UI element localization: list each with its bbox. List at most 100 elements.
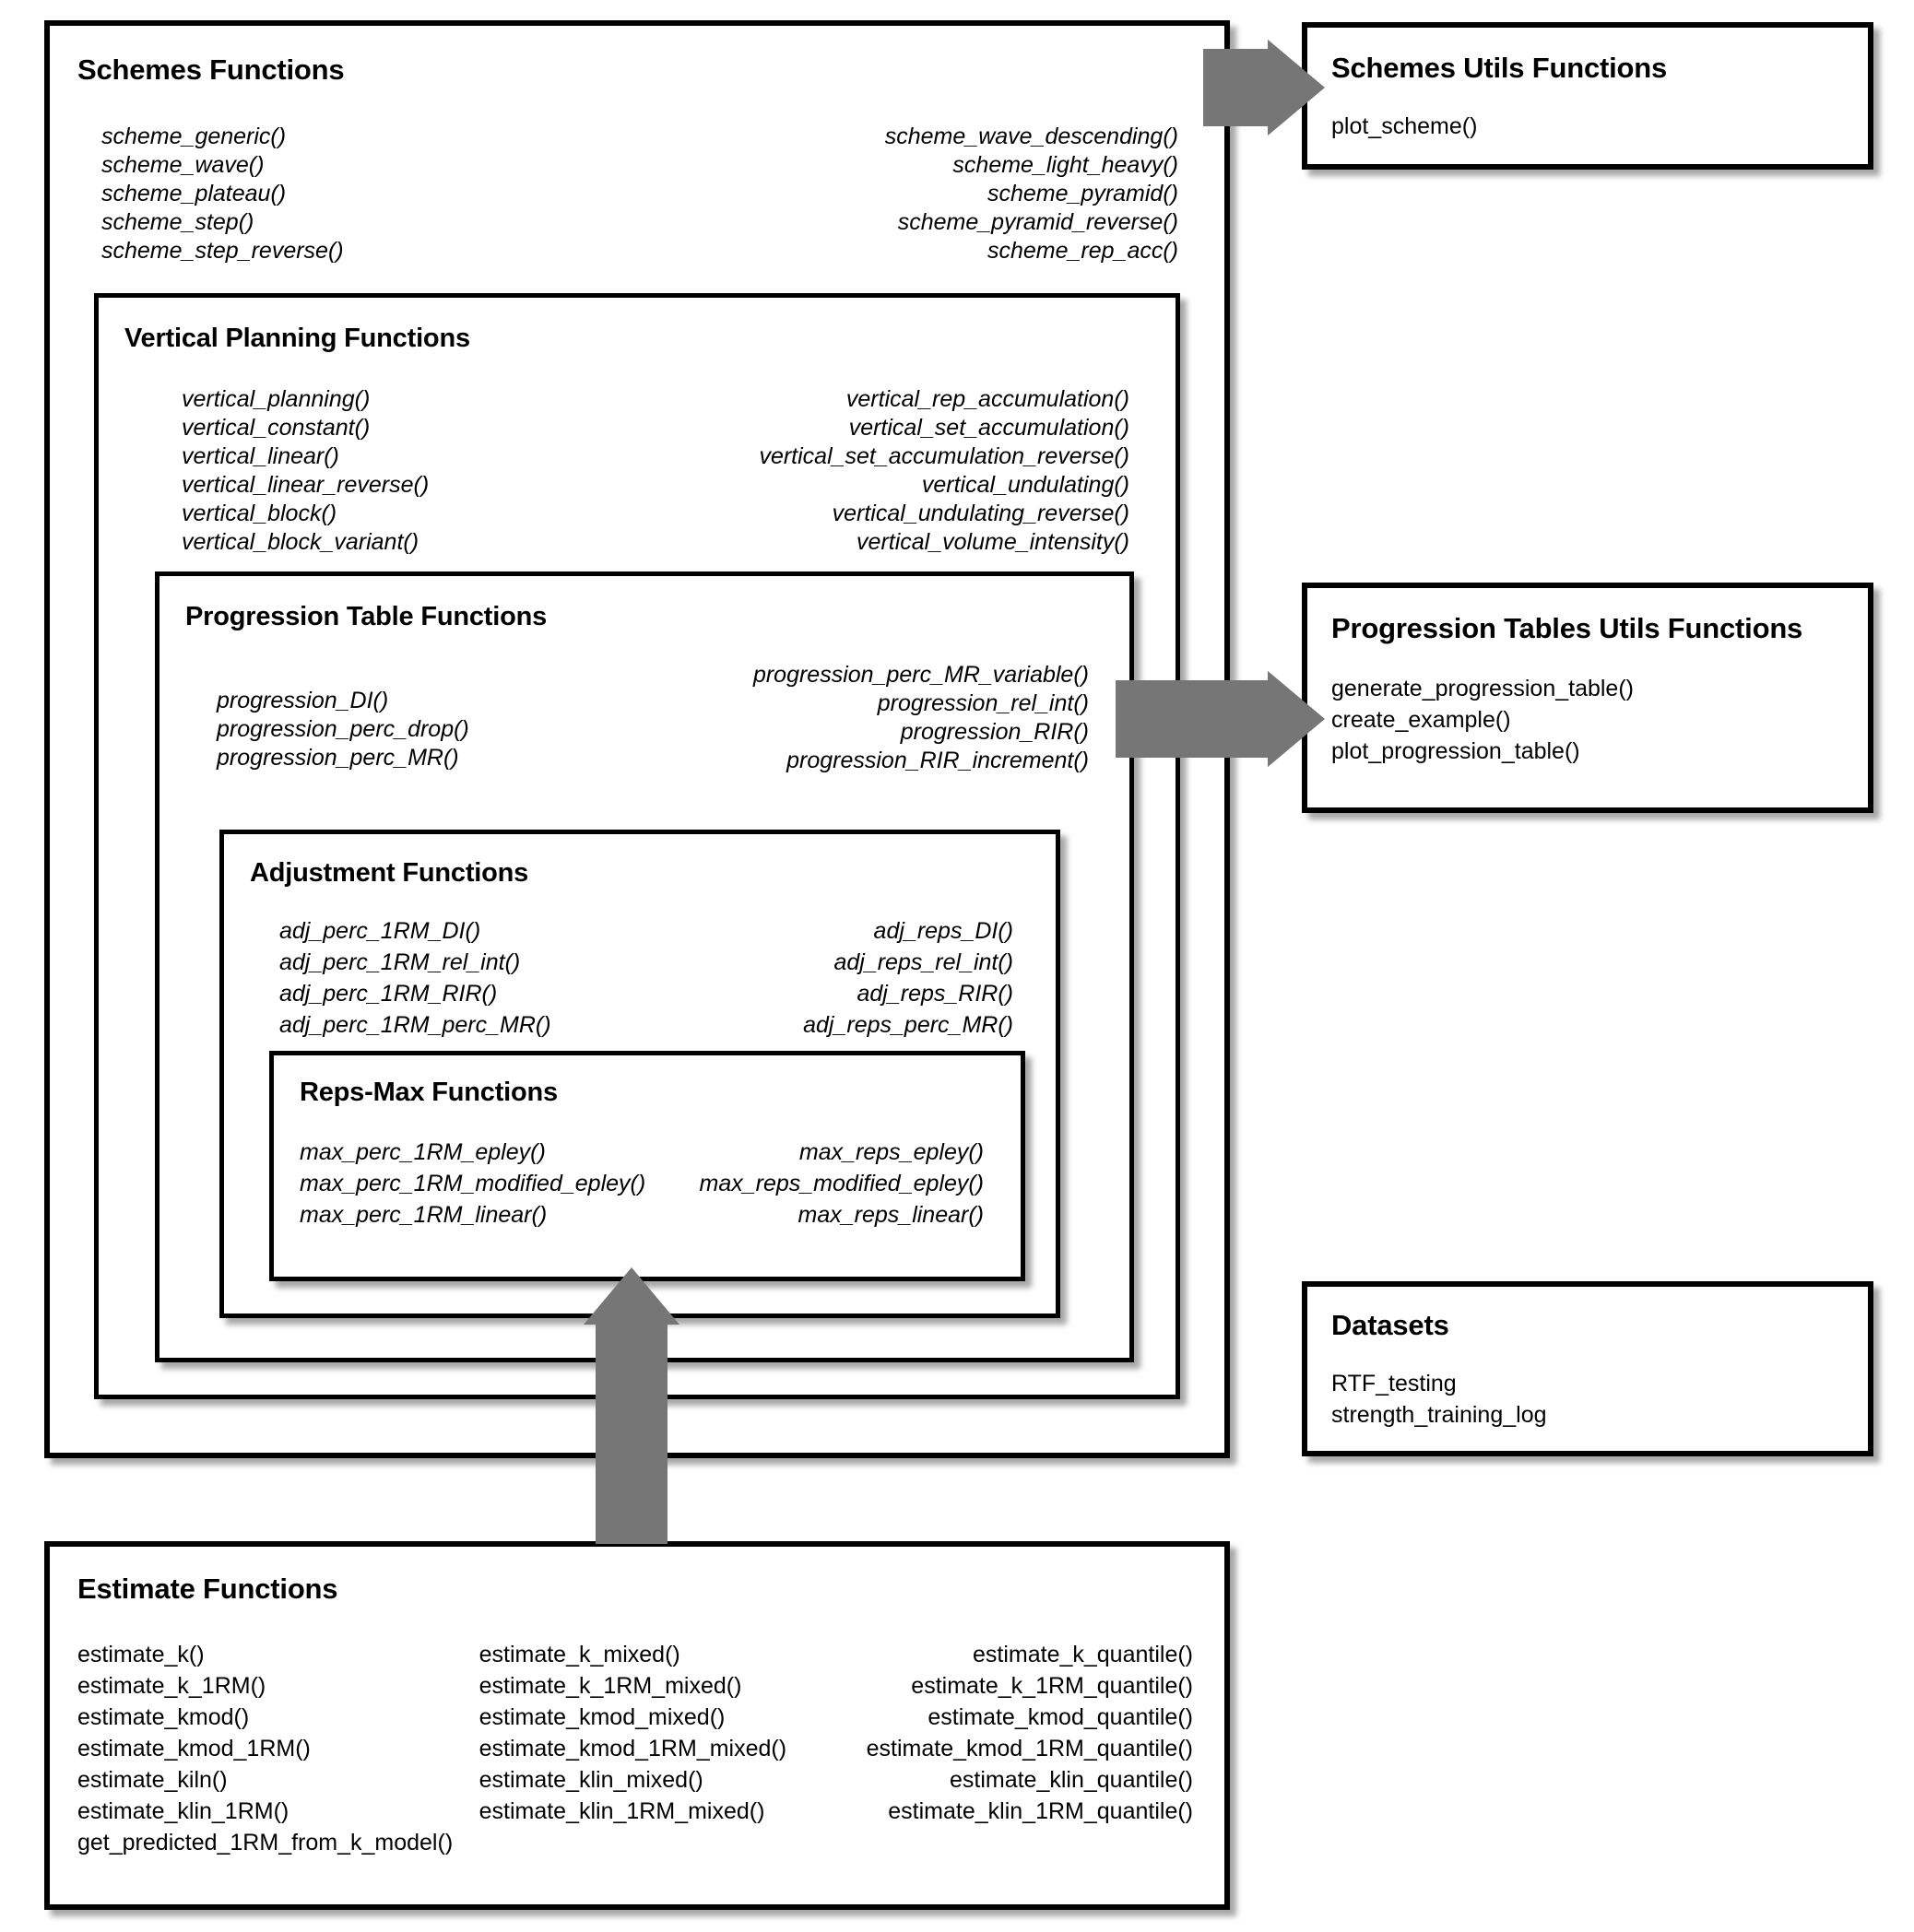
progression-tables-utils-functions-title: Progression Tables Utils Functions bbox=[1331, 612, 1803, 644]
function-item: estimate_k() bbox=[77, 1642, 205, 1667]
function-item: vertical_linear_reverse() bbox=[182, 472, 430, 498]
schemes-utils-list: plot_scheme() bbox=[1331, 111, 1477, 142]
function-item: scheme_generic() bbox=[101, 124, 287, 149]
reps-max-left-column: max_perc_1RM_epley() max_perc_1RM_modifi… bbox=[300, 1137, 656, 1231]
estimate-column-3: estimate_k_quantile() estimate_k_1RM_qua… bbox=[836, 1639, 1202, 1858]
reps-max-functions-box: Reps-Max Functions max_perc_1RM_epley() … bbox=[269, 1051, 1025, 1281]
adjustment-functions-title: Adjustment Functions bbox=[250, 858, 529, 888]
function-item: estimate_kiln() bbox=[77, 1767, 228, 1793]
estimate-column-2: estimate_k_mixed() estimate_k_1RM_mixed(… bbox=[479, 1639, 836, 1858]
schemes-left-column: scheme_generic() scheme_wave() scheme_pl… bbox=[77, 123, 640, 265]
function-item: vertical_linear() bbox=[182, 443, 339, 469]
function-item: max_reps_modified_epley() bbox=[699, 1171, 984, 1196]
function-item: max_perc_1RM_linear() bbox=[300, 1202, 548, 1228]
reps-max-right-column: max_reps_epley() max_reps_modified_epley… bbox=[656, 1137, 1002, 1231]
arrow-shaft bbox=[596, 1318, 668, 1544]
function-item: estimate_klin_quantile() bbox=[949, 1767, 1193, 1793]
function-item: vertical_rep_accumulation() bbox=[845, 386, 1129, 412]
function-item: estimate_klin_1RM_mixed() bbox=[478, 1798, 765, 1824]
function-item: estimate_klin_1RM() bbox=[77, 1798, 289, 1824]
function-item: adj_reps_rel_int() bbox=[833, 949, 1013, 975]
function-item: scheme_pyramid() bbox=[987, 181, 1178, 206]
schemes-right-column: scheme_wave_descending() scheme_light_he… bbox=[640, 123, 1202, 265]
function-item: adj_reps_perc_MR() bbox=[803, 1012, 1013, 1038]
function-item: max_reps_epley() bbox=[798, 1139, 984, 1165]
progression-tables-utils-functions-box: Progression Tables Utils Functions gener… bbox=[1302, 583, 1873, 813]
function-item: vertical_set_accumulation() bbox=[848, 415, 1129, 441]
function-item: estimate_k_1RM_quantile() bbox=[911, 1673, 1193, 1699]
function-item: adj_perc_1RM_DI() bbox=[279, 918, 481, 944]
function-item: estimate_kmod_quantile() bbox=[927, 1704, 1193, 1730]
function-item: estimate_klin_mixed() bbox=[478, 1767, 703, 1793]
reps-max-functions-title: Reps-Max Functions bbox=[300, 1078, 558, 1107]
function-item: progression_perc_MR_variable() bbox=[752, 662, 1089, 688]
function-item: scheme_pyramid_reverse() bbox=[897, 209, 1178, 235]
schemes-utils-functions-title: Schemes Utils Functions bbox=[1331, 52, 1668, 84]
arrow-head bbox=[1268, 40, 1325, 135]
arrow-head bbox=[584, 1267, 679, 1325]
estimate-functions-title: Estimate Functions bbox=[77, 1573, 338, 1605]
function-item: scheme_wave_descending() bbox=[884, 124, 1178, 149]
function-item: progression_perc_drop() bbox=[217, 716, 469, 742]
function-item: adj_reps_DI() bbox=[873, 918, 1013, 944]
function-item: max_perc_1RM_epley() bbox=[300, 1139, 546, 1165]
function-item: vertical_constant() bbox=[182, 415, 371, 441]
function-item: max_perc_1RM_modified_epley() bbox=[300, 1171, 646, 1196]
function-item: vertical_undulating_reverse() bbox=[832, 501, 1129, 526]
function-item: estimate_kmod_1RM_quantile() bbox=[866, 1736, 1193, 1761]
function-item: vertical_set_accumulation_reverse() bbox=[759, 443, 1129, 469]
function-item: create_example() bbox=[1331, 707, 1511, 733]
function-item: vertical_undulating() bbox=[921, 472, 1129, 498]
function-item: adj_reps_RIR() bbox=[857, 981, 1013, 1007]
progression-tables-utils-list: generate_progression_table() create_exam… bbox=[1331, 673, 1634, 767]
function-item: vertical_block() bbox=[182, 501, 337, 526]
dataset-item: RTF_testing bbox=[1331, 1371, 1457, 1396]
function-item: plot_progression_table() bbox=[1331, 738, 1580, 764]
estimate-functions-box: Estimate Functions estimate_k() estimate… bbox=[44, 1541, 1230, 1910]
function-item: plot_scheme() bbox=[1331, 113, 1478, 139]
vertical-right-column: vertical_rep_accumulation() vertical_set… bbox=[656, 385, 1148, 557]
function-item: estimate_k_quantile() bbox=[972, 1642, 1193, 1667]
function-item: scheme_wave() bbox=[101, 152, 265, 178]
schemes-utils-functions-box: Schemes Utils Functions plot_scheme() bbox=[1302, 22, 1873, 170]
function-item: estimate_k_1RM() bbox=[77, 1673, 266, 1699]
function-item: vertical_block_variant() bbox=[182, 529, 419, 555]
adjustment-lists: adj_perc_1RM_DI() adj_perc_1RM_rel_int()… bbox=[250, 915, 1034, 1041]
function-item: get_predicted_1RM_from_k_model() bbox=[77, 1830, 454, 1855]
arrow-progression-to-progression-utils-overlay bbox=[1116, 659, 1325, 779]
schemes-functions-lists: scheme_generic() scheme_wave() scheme_pl… bbox=[77, 123, 1202, 265]
progression-left-column: progression_DI() progression_perc_drop()… bbox=[185, 661, 609, 775]
estimate-lists: estimate_k() estimate_k_1RM() estimate_k… bbox=[77, 1639, 1202, 1858]
function-item: estimate_k_1RM_mixed() bbox=[478, 1673, 742, 1699]
adjustment-left-column: adj_perc_1RM_DI() adj_perc_1RM_rel_int()… bbox=[250, 915, 646, 1041]
progression-table-functions-title: Progression Table Functions bbox=[185, 602, 548, 631]
datasets-title: Datasets bbox=[1331, 1309, 1449, 1341]
function-item: progression_rel_int() bbox=[877, 690, 1089, 716]
function-item: scheme_step() bbox=[101, 209, 254, 235]
function-item: adj_perc_1RM_rel_int() bbox=[279, 949, 521, 975]
function-item: vertical_volume_intensity() bbox=[857, 529, 1129, 555]
function-item: scheme_step_reverse() bbox=[101, 238, 344, 264]
arrow-estimate-to-reps-max-overlay bbox=[572, 1267, 691, 1544]
reps-max-lists: max_perc_1RM_epley() max_perc_1RM_modifi… bbox=[300, 1137, 1002, 1231]
function-item: estimate_klin_1RM_quantile() bbox=[888, 1798, 1193, 1824]
datasets-list: RTF_testing strength_training_log bbox=[1331, 1368, 1547, 1431]
datasets-box: Datasets RTF_testing strength_training_l… bbox=[1302, 1281, 1873, 1456]
function-item: vertical_planning() bbox=[182, 386, 371, 412]
arrow-head bbox=[1268, 671, 1325, 767]
progression-right-column: progression_perc_MR_variable() progressi… bbox=[609, 661, 1105, 775]
function-item: progression_perc_MR() bbox=[217, 745, 459, 771]
estimate-column-1: estimate_k() estimate_k_1RM() estimate_k… bbox=[77, 1639, 479, 1858]
adjustment-right-column: adj_reps_DI() adj_reps_rel_int() adj_rep… bbox=[646, 915, 1034, 1041]
function-item: adj_perc_1RM_RIR() bbox=[279, 981, 498, 1007]
vertical-planning-functions-title: Vertical Planning Functions bbox=[124, 324, 470, 353]
function-item: scheme_rep_acc() bbox=[987, 238, 1178, 264]
arrow-schemes-to-schemes-utils-overlay bbox=[1203, 28, 1325, 147]
arrow-shaft bbox=[1203, 49, 1275, 126]
function-item: progression_DI() bbox=[217, 688, 389, 713]
function-item: estimate_kmod_1RM() bbox=[77, 1736, 311, 1761]
function-item: scheme_light_heavy() bbox=[952, 152, 1178, 178]
function-item: progression_RIR_increment() bbox=[786, 748, 1089, 773]
vertical-left-column: vertical_planning() vertical_constant() … bbox=[124, 385, 656, 557]
